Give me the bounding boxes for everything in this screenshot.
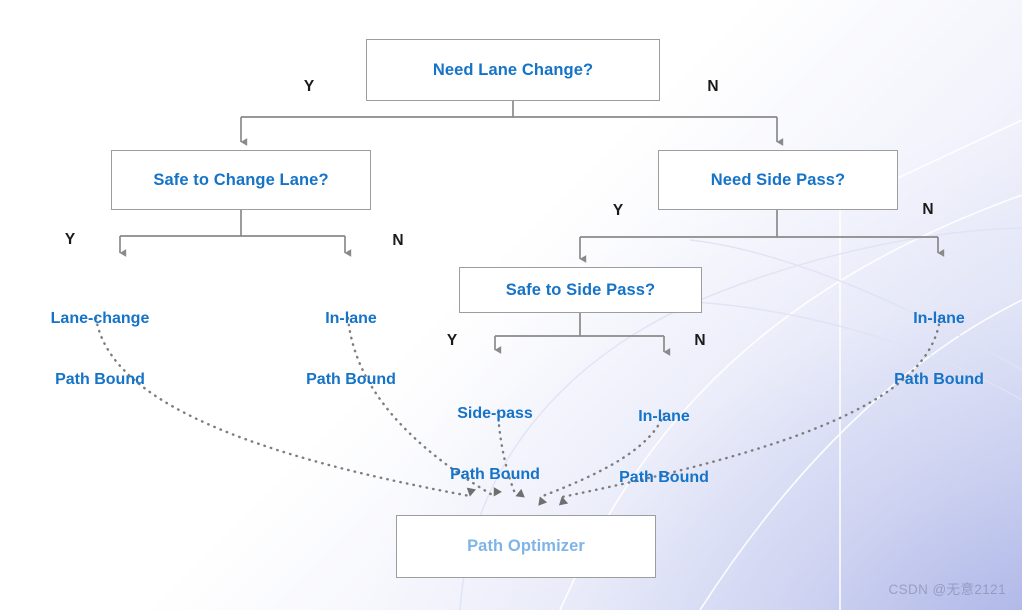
- leaf-line-1: In-lane: [638, 407, 690, 425]
- leaf-in-lane-path-bound-mid: In-lane Path Bound: [619, 366, 709, 530]
- node-label: Safe to Side Pass?: [505, 280, 656, 299]
- node-label: Need Lane Change?: [432, 60, 594, 79]
- leaf-line-2: Path Bound: [306, 371, 396, 389]
- leaf-lane-change-path-bound: Lane-change Path Bound: [51, 268, 150, 432]
- branch-label-safe-side-pass-no: N: [694, 332, 706, 349]
- leaf-line-1: In-lane: [325, 309, 377, 327]
- branch-label-side-pass-no: N: [922, 201, 934, 218]
- node-need-lane-change[interactable]: Need Lane Change?: [366, 39, 660, 101]
- branch-label-change-lane-no: N: [392, 232, 404, 249]
- node-safe-to-change-lane[interactable]: Safe to Change Lane?: [111, 150, 371, 210]
- leaf-line-2: Path Bound: [55, 371, 145, 389]
- node-need-side-pass[interactable]: Need Side Pass?: [658, 150, 898, 210]
- branch-label-safe-side-pass-yes: Y: [446, 332, 458, 349]
- branch-label-side-pass-yes: Y: [612, 202, 624, 219]
- watermark: CSDN @无意2121: [888, 582, 1006, 597]
- leaf-line-1: Lane-change: [50, 309, 150, 327]
- branch-label-change-lane-yes: Y: [64, 231, 76, 248]
- leaf-line-1: In-lane: [913, 309, 965, 327]
- node-path-optimizer[interactable]: Path Optimizer: [396, 515, 656, 578]
- leaf-side-pass-path-bound: Side-pass Path Bound: [450, 363, 540, 527]
- branch-label-root-no: N: [707, 78, 719, 95]
- branch-label-root-yes: Y: [303, 78, 315, 95]
- leaf-line-2: Path Bound: [894, 371, 984, 389]
- leaf-in-lane-path-bound-right: In-lane Path Bound: [894, 268, 984, 432]
- leaf-line-2: Path Bound: [619, 469, 709, 487]
- leaf-line-1: Side-pass: [457, 404, 533, 422]
- node-label: Safe to Change Lane?: [153, 170, 329, 189]
- leaf-line-2: Path Bound: [450, 466, 540, 484]
- leaf-in-lane-path-bound-left: In-lane Path Bound: [306, 268, 396, 432]
- node-safe-to-side-pass[interactable]: Safe to Side Pass?: [459, 267, 702, 313]
- node-label: Need Side Pass?: [710, 170, 846, 189]
- node-label: Path Optimizer: [467, 537, 585, 555]
